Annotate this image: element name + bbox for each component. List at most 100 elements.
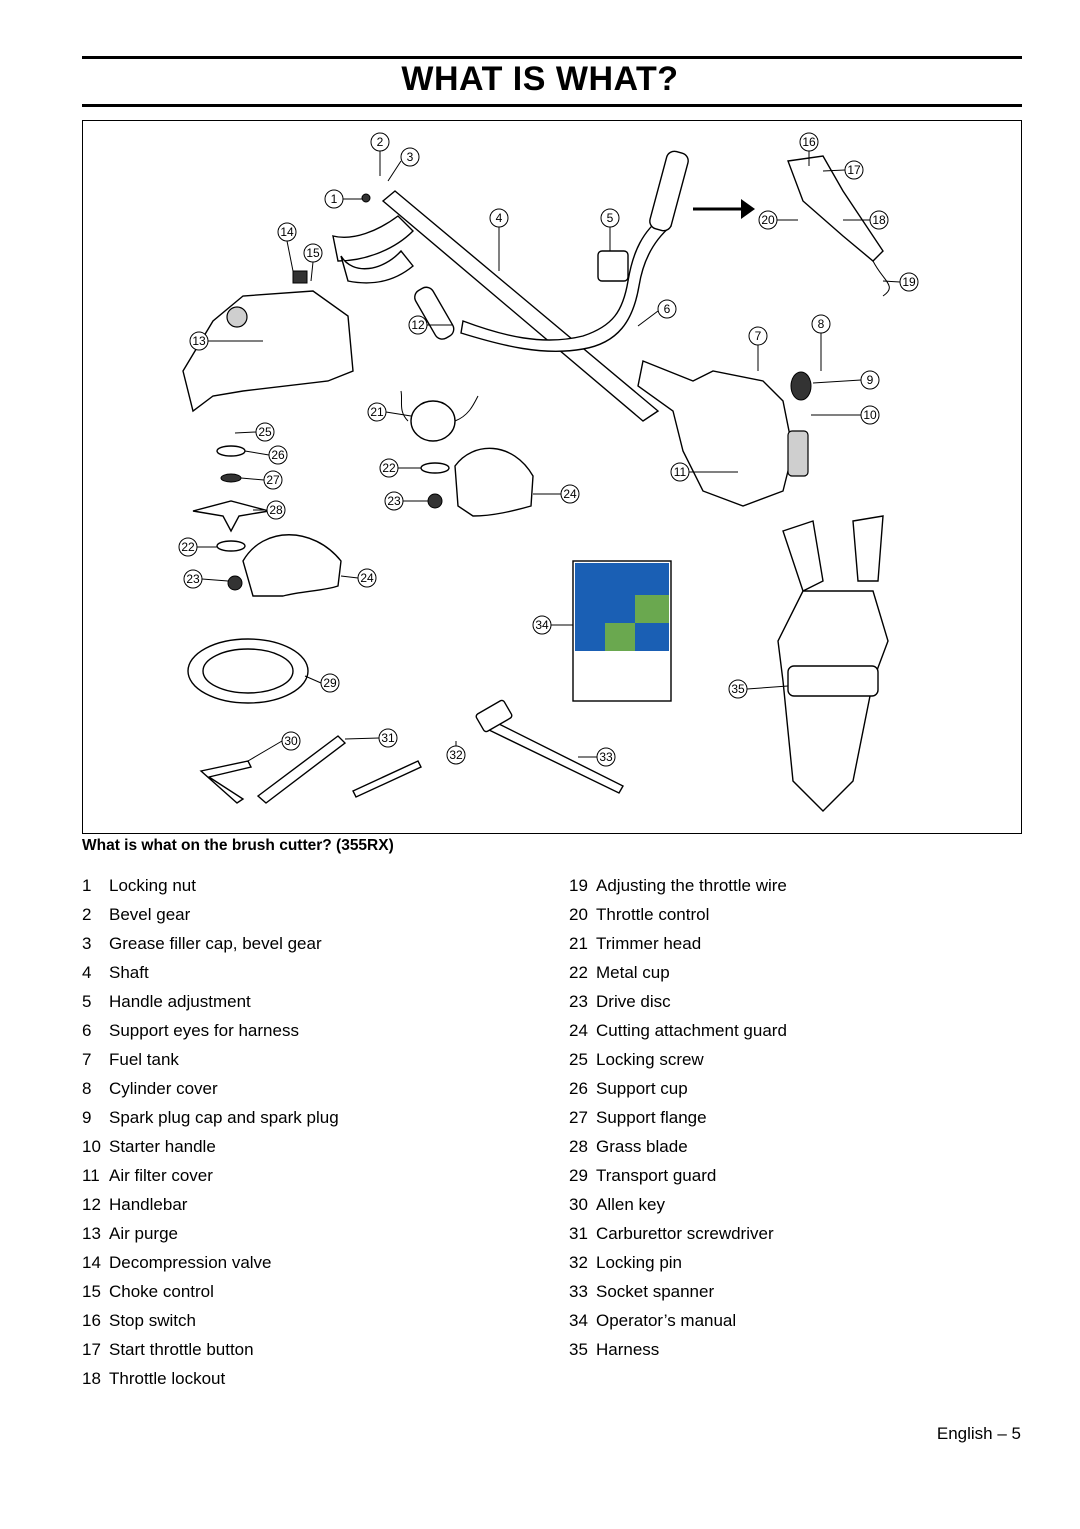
callout-16: 16	[799, 132, 819, 152]
part-label: Fuel tank	[109, 1050, 179, 1069]
svg-text:35: 35	[731, 682, 745, 696]
part-label: Grease filler cap, bevel gear	[109, 934, 322, 953]
part-label: Support flange	[596, 1108, 707, 1127]
callout-22b: 22	[178, 537, 198, 557]
callout-25: 25	[255, 422, 275, 442]
callout-2: 2	[370, 132, 390, 152]
arrow-icon	[741, 199, 755, 219]
svg-text:4: 4	[496, 211, 503, 225]
svg-text:28: 28	[269, 503, 283, 517]
svg-text:19: 19	[902, 275, 916, 289]
svg-text:22: 22	[181, 540, 195, 554]
svg-text:23: 23	[387, 494, 401, 508]
part-number: 6	[82, 1021, 92, 1040]
part-number: 12	[82, 1195, 101, 1214]
part-label: Locking screw	[596, 1050, 704, 1069]
part-number: 9	[82, 1108, 92, 1127]
callout-15: 15	[303, 243, 323, 263]
part-list-item: 3 Grease filler cap, bevel gear	[82, 929, 339, 958]
part-number: 16	[82, 1311, 101, 1330]
svg-text:6: 6	[664, 302, 671, 316]
part-number: 5	[82, 992, 92, 1011]
svg-text:33: 33	[599, 750, 613, 764]
part-label: Throttle control	[596, 905, 710, 924]
harness-strap-left	[782, 520, 824, 592]
part-number: 28	[569, 1137, 588, 1156]
part-label: Operator’s manual	[596, 1311, 737, 1330]
allen-key	[199, 760, 253, 804]
throttle-handle	[787, 155, 884, 262]
part-label: Cutting attachment guard	[596, 1021, 787, 1040]
part-label: Cylinder cover	[109, 1079, 218, 1098]
parts-illustration: 1 2 3 4 5 6 7 8 9 10 11 12 13 1	[82, 120, 1022, 834]
part-number: 3	[82, 934, 92, 953]
callout-23b: 23	[183, 569, 203, 589]
part-label: Grass blade	[596, 1137, 688, 1156]
svg-text:16: 16	[802, 135, 816, 149]
svg-text:24: 24	[563, 487, 577, 501]
svg-text:23: 23	[186, 572, 200, 586]
callout-21: 21	[367, 402, 387, 422]
svg-text:15: 15	[306, 246, 320, 260]
carburettor-screwdriver	[256, 735, 347, 804]
grass-blade	[192, 500, 270, 533]
part-number: 25	[569, 1050, 588, 1069]
spark-plug-cap	[790, 371, 812, 401]
brush-cutter-drawing	[182, 150, 890, 812]
svg-text:12: 12	[411, 318, 425, 332]
handle-clamp	[597, 250, 629, 282]
metal-cup-2	[420, 462, 450, 474]
part-label: Spark plug cap and spark plug	[109, 1108, 339, 1127]
svg-text:22: 22	[382, 461, 396, 475]
svg-text:21: 21	[370, 405, 384, 419]
callout-33: 33	[596, 747, 616, 767]
blade-guard	[242, 534, 342, 597]
part-number: 30	[569, 1195, 588, 1214]
part-number: 15	[82, 1282, 101, 1301]
title-underline	[82, 104, 1022, 107]
svg-text:11: 11	[674, 465, 687, 479]
callout-20: 20	[758, 210, 778, 230]
callout-1: 1	[324, 189, 344, 209]
part-number: 2	[82, 905, 92, 924]
part-label: Air purge	[109, 1224, 178, 1243]
svg-text:24: 24	[360, 571, 374, 585]
svg-text:14: 14	[280, 225, 294, 239]
svg-text:29: 29	[323, 676, 337, 690]
callout-30: 30	[281, 731, 301, 751]
harness-strap-right	[852, 515, 884, 582]
part-number: 22	[569, 963, 588, 982]
part-number: 33	[569, 1282, 588, 1301]
part-label: Harness	[596, 1340, 660, 1359]
callout-24a: 24	[560, 484, 580, 504]
part-label: Choke control	[109, 1282, 214, 1301]
callout-28: 28	[266, 500, 286, 520]
part-label: Start throttle button	[109, 1340, 254, 1359]
callout-26: 26	[268, 445, 288, 465]
callout-6: 6	[657, 299, 677, 319]
part-number: 27	[569, 1108, 588, 1127]
part-label: Drive disc	[596, 992, 671, 1011]
callout-34: 34	[532, 615, 552, 635]
right-grip	[649, 150, 689, 232]
part-list-item: 27 Support flange	[569, 1103, 787, 1132]
part-number: 18	[82, 1369, 101, 1388]
callout-12: 12	[408, 315, 428, 335]
harness-hip-pad	[787, 665, 879, 697]
callout-9: 9	[860, 370, 880, 390]
callout-14: 14	[277, 222, 297, 242]
part-number: 7	[82, 1050, 92, 1069]
svg-text:8: 8	[818, 317, 825, 331]
svg-text:32: 32	[449, 748, 463, 762]
